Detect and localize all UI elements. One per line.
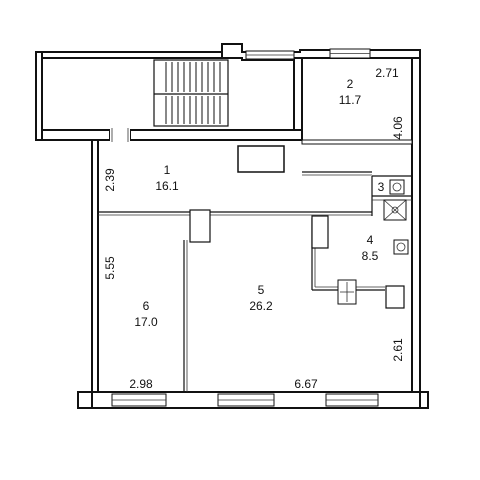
room-3-number: 3 xyxy=(378,180,385,194)
dim-room5-width: 6.67 xyxy=(294,377,318,391)
window-top xyxy=(245,50,295,60)
room-4-number: 4 xyxy=(367,233,374,247)
exterior-walls xyxy=(35,43,429,409)
room-5-number: 5 xyxy=(258,283,265,297)
room-5-area: 26.2 xyxy=(249,299,273,313)
dim-room6-depth: 5.55 xyxy=(103,256,117,280)
window-room2 xyxy=(329,48,371,59)
interior-walls xyxy=(98,139,413,392)
room-4-area: 8.5 xyxy=(362,249,379,263)
dimension-labels: 2.71 4.06 2.39 5.55 2.98 6.67 2.61 xyxy=(103,66,405,391)
dim-room2-depth: 4.06 xyxy=(391,116,405,140)
dim-room2-width: 2.71 xyxy=(375,66,399,80)
room-2-number: 2 xyxy=(347,77,354,91)
room-6-area: 17.0 xyxy=(134,315,158,329)
dim-room6-width: 2.98 xyxy=(129,377,153,391)
dim-room5-depth: 2.61 xyxy=(391,338,405,362)
room-1-area: 16.1 xyxy=(155,179,179,193)
room-6-number: 6 xyxy=(143,299,150,313)
dim-room1-depth: 2.39 xyxy=(103,168,117,192)
fixtures xyxy=(237,145,409,305)
room-1-number: 1 xyxy=(164,163,171,177)
room-2-area: 11.7 xyxy=(339,93,362,107)
room-labels: 1 16.1 2 11.7 3 4 8.5 5 26.2 6 17.0 xyxy=(134,77,384,329)
staircase xyxy=(110,59,229,143)
windows-bottom xyxy=(111,393,379,407)
